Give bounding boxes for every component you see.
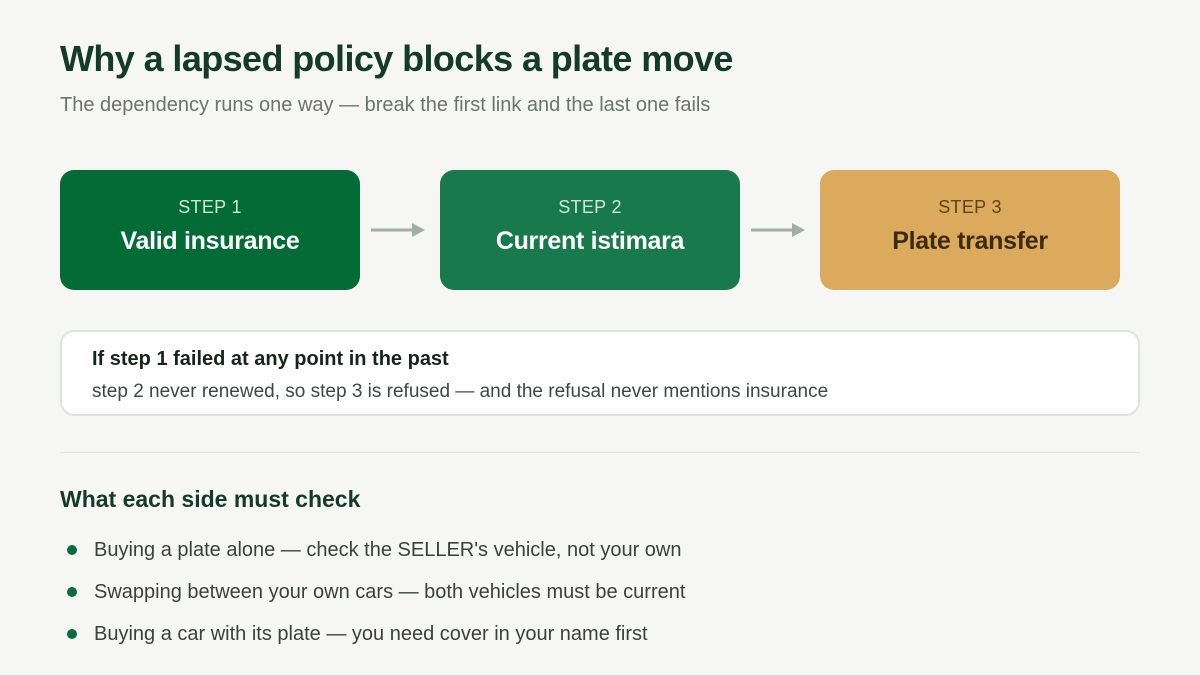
arrow-right-icon — [371, 223, 425, 237]
section-divider — [60, 452, 1140, 453]
list-item-text: Buying a plate alone — check the SELLER'… — [94, 539, 682, 561]
page-title: Why a lapsed policy blocks a plate move — [60, 38, 733, 79]
step-3-label: STEP 3 — [938, 197, 1002, 217]
callout-body: step 2 never renewed, so step 3 is refus… — [92, 381, 829, 402]
step-1-label: STEP 1 — [178, 197, 242, 217]
step-1-name: Valid insurance — [120, 227, 300, 255]
bullet-dot-icon — [67, 545, 77, 555]
step-flow: STEP 1 Valid insurance STEP 2 Current is… — [60, 170, 1120, 290]
page-subtitle: The dependency runs one way — break the … — [60, 94, 711, 116]
bullet-dot-icon — [67, 629, 77, 639]
step-3-name: Plate transfer — [892, 227, 1048, 255]
failure-callout: If step 1 failed at any point in the pas… — [60, 330, 1140, 416]
checks-heading: What each side must check — [60, 486, 361, 512]
list-item-text: Buying a car with its plate — you need c… — [94, 623, 648, 645]
step-2-name: Current istimara — [495, 227, 685, 255]
list-item-text: Swapping between your own cars — both ve… — [94, 581, 686, 603]
step-3-box: STEP 3 Plate transfer — [820, 170, 1120, 290]
bullet-dot-icon — [67, 587, 77, 597]
step-1-box: STEP 1 Valid insurance — [60, 170, 360, 290]
step-2-label: STEP 2 — [558, 197, 622, 217]
arrow-right-icon — [751, 223, 805, 237]
callout-title: If step 1 failed at any point in the pas… — [92, 348, 449, 370]
step-2-box: STEP 2 Current istimara — [440, 170, 740, 290]
